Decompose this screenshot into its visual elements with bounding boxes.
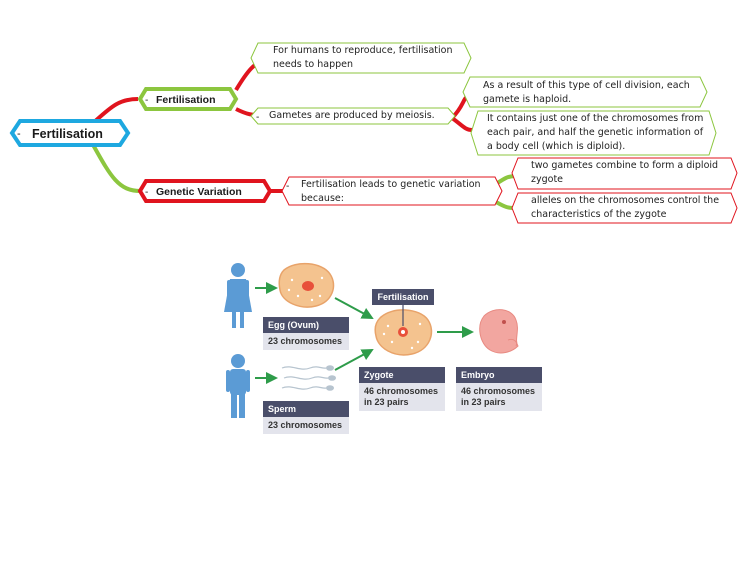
- node-fertleads-text: Fertilisation leads to genetic variation…: [301, 179, 481, 204]
- embryo-subtitle: 46 chromosomes in 23 pairs: [456, 383, 542, 411]
- embryo-caption: Embryo 46 chromosomes in 23 pairs: [456, 367, 542, 411]
- node-gametes-text: Gametes are produced by meiosis.: [269, 110, 435, 121]
- node-haploid-text: As a result of this type of cell divisio…: [483, 80, 690, 105]
- fertilisation-tag: Fertilisation: [372, 289, 434, 305]
- node-diploid-text: two gametes combine to form a diploid zy…: [531, 160, 719, 185]
- node-haploid-shape[interactable]: [462, 76, 708, 108]
- mindmap-canvas: - Fertilisation - Fertilisation - Geneti…: [9, 42, 738, 224]
- arrow-egg-zygote: [334, 297, 374, 319]
- node-fertleads-shape[interactable]: [281, 176, 503, 206]
- node-diploid-shape[interactable]: [511, 157, 738, 190]
- node-chromosomes-shape[interactable]: [470, 110, 717, 156]
- root-label: Fertilisation: [32, 127, 103, 141]
- branch-genetic-variation-shape[interactable]: [137, 179, 273, 203]
- connector-root-genetic-variation: [90, 142, 141, 193]
- fertilisation-tag-label: Fertilisation: [372, 289, 434, 305]
- zygote-caption: Zygote 46 chromosomes in 23 pairs: [359, 367, 445, 411]
- root-node-shape[interactable]: [9, 119, 131, 147]
- sperm-caption: Sperm 23 chromosomes: [263, 401, 349, 434]
- branch-fertilisation-shape[interactable]: [137, 87, 239, 111]
- arrow-sperm-zygote: [334, 349, 374, 371]
- node-gametes-shape[interactable]: [250, 107, 456, 125]
- sperm-icon: [281, 365, 336, 391]
- egg-title: Egg (Ovum): [263, 317, 349, 333]
- branch-fertilisation-label: Fertilisation: [156, 94, 216, 106]
- branch-fertilisation-collapse[interactable]: -: [145, 95, 148, 106]
- branch-genetic-variation-label: Genetic Variation: [156, 186, 242, 198]
- node-alleles-text: alleles on the chromosomes control the c…: [531, 195, 720, 220]
- egg-cell-icon: [278, 262, 335, 308]
- node-fertleads-collapse[interactable]: -: [286, 181, 289, 192]
- egg-caption: Egg (Ovum) 23 chromosomes: [263, 317, 349, 350]
- zygote-subtitle: 46 chromosomes in 23 pairs: [359, 383, 445, 411]
- sperm-title: Sperm: [263, 401, 349, 417]
- node-alleles-shape[interactable]: [511, 192, 738, 224]
- node-humans-shape[interactable]: [250, 42, 472, 74]
- node-chromosomes-text: It contains just one of the chromosomes …: [487, 113, 704, 152]
- sperm-subtitle: 23 chromosomes: [263, 417, 349, 434]
- zygote-title: Zygote: [359, 367, 445, 383]
- egg-subtitle: 23 chromosomes: [263, 333, 349, 350]
- node-humans-text: For humans to reproduce, fertilisation n…: [273, 45, 453, 70]
- female-icon: [224, 263, 252, 328]
- root-collapse[interactable]: -: [17, 128, 21, 140]
- embryo-title: Embryo: [456, 367, 542, 383]
- embryo-icon: [479, 309, 519, 354]
- branch-genetic-variation-collapse[interactable]: -: [145, 187, 148, 198]
- zygote-cell-icon: [374, 309, 433, 356]
- male-icon: [226, 354, 250, 418]
- connector-gametes-chromosomes: [450, 116, 473, 132]
- node-gametes-collapse[interactable]: -: [256, 112, 259, 123]
